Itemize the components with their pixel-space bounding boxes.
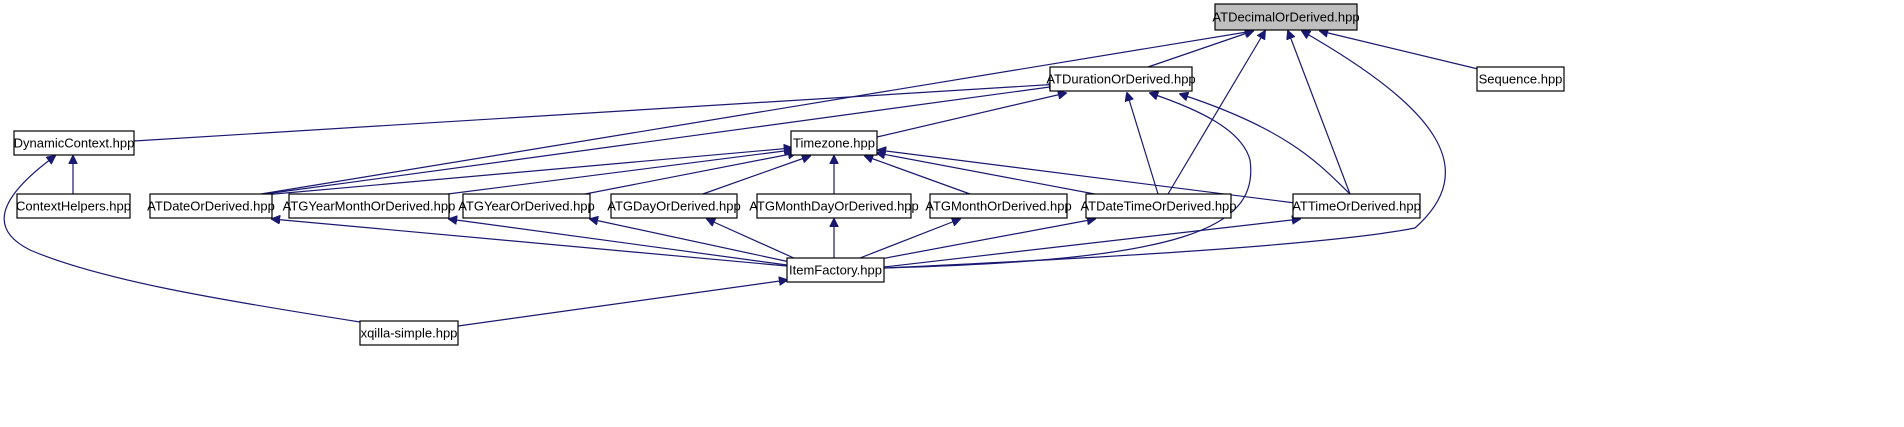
node-label-timezone: Timezone.hpp (793, 136, 875, 151)
node-atgyear[interactable]: ATGYearOrDerived.hpp (458, 193, 595, 219)
edge-atgyearmonth-to-timezone (439, 150, 792, 196)
node-label-atdecimal: ATDecimalOrDerived.hpp (1212, 10, 1359, 25)
edge-atdate-to-atduration (264, 86, 1057, 195)
node-box-attime[interactable] (1292, 193, 1421, 219)
node-xqillasimple[interactable]: xqilla-simple.hpp (359, 320, 459, 346)
node-label-dynamiccontext: DynamicContext.hpp (14, 136, 135, 151)
node-atduration[interactable]: ATDurationOrDerived.hpp (1046, 66, 1196, 92)
edge-atdate-to-atdecimal (260, 31, 1253, 195)
node-label-itemfactory: ItemFactory.hpp (789, 263, 882, 278)
edges-layer (3, 31, 1479, 327)
node-box-atdate[interactable] (149, 193, 273, 219)
nodes-layer: ATDecimalOrDerived.hppATDurationOrDerive… (13, 3, 1565, 346)
edge-atdatetime-to-atdecimal (1167, 31, 1265, 195)
edge-itemfactory-to-atgyearmonth (449, 219, 788, 266)
edge-atgmonth-to-timezone (865, 156, 971, 195)
node-box-atgmonth[interactable] (929, 193, 1068, 219)
edge-atgday-to-timezone (699, 156, 810, 196)
node-label-atdate: ATDateOrDerived.hpp (147, 199, 275, 214)
node-contexthelpers[interactable]: ContextHelpers.hpp (16, 193, 131, 219)
node-box-xqillasimple[interactable] (359, 320, 459, 346)
node-box-atgmonthday[interactable] (756, 193, 912, 219)
edge-itemfactory-to-atdate (272, 219, 788, 267)
node-dynamiccontext[interactable]: DynamicContext.hpp (13, 130, 135, 156)
edge-xqillasimple-to-itemfactory (457, 280, 787, 327)
edge-atdatetime-to-timezone (877, 153, 1101, 196)
edge-itemfactory-to-atdecimal (883, 31, 1446, 269)
node-sequence[interactable]: Sequence.hpp (1476, 66, 1565, 92)
edge-itemfactory-to-atgyear (590, 219, 791, 263)
node-box-atdecimal[interactable] (1214, 3, 1358, 31)
node-box-dynamiccontext[interactable] (13, 130, 135, 156)
node-box-atgyear[interactable] (462, 193, 591, 219)
edge-itemfactory-to-atdatetime (874, 219, 1095, 261)
edge-attime-to-atduration (1180, 94, 1351, 195)
node-label-atgmonth: ATGMonthOrDerived.hpp (925, 199, 1071, 214)
edge-itemfactory-to-atduration (883, 93, 1252, 269)
node-box-timezone[interactable] (790, 130, 878, 156)
node-label-atgmonthday: ATGMonthDayOrDerived.hpp (749, 199, 919, 214)
edge-timezone-to-atduration (876, 93, 1066, 138)
node-box-contexthelpers[interactable] (16, 193, 131, 219)
node-label-atduration: ATDurationOrDerived.hpp (1046, 72, 1195, 87)
edge-itemfactory-to-atgday (707, 219, 797, 260)
node-atgmonth[interactable]: ATGMonthOrDerived.hpp (925, 193, 1072, 219)
node-label-atgyearmonth: ATGYearMonthOrDerived.hpp (283, 199, 456, 214)
node-itemfactory[interactable]: ItemFactory.hpp (786, 257, 885, 283)
node-atgyearmonth[interactable]: ATGYearMonthOrDerived.hpp (283, 193, 456, 219)
node-box-sequence[interactable] (1476, 66, 1565, 92)
edge-sequence-to-atdecimal (1320, 31, 1479, 70)
edge-atgyear-to-timezone (579, 153, 796, 196)
edge-atdate-to-timezone (262, 148, 792, 196)
node-atdatetime[interactable]: ATDateTimeOrDerived.hpp (1080, 193, 1237, 219)
node-atgmonthday[interactable]: ATGMonthDayOrDerived.hpp (749, 193, 919, 219)
edge-xqillasimple-to-dynamiccontext (3, 156, 361, 323)
node-timezone[interactable]: Timezone.hpp (790, 130, 878, 156)
node-label-xqillasimple: xqilla-simple.hpp (361, 326, 458, 341)
node-atdecimal[interactable]: ATDecimalOrDerived.hpp (1212, 3, 1360, 31)
node-atdate[interactable]: ATDateOrDerived.hpp (147, 193, 275, 219)
node-label-contexthelpers: ContextHelpers.hpp (16, 199, 131, 214)
node-label-sequence: Sequence.hpp (1479, 72, 1563, 87)
edge-atdatetime-to-atduration (1127, 93, 1159, 195)
edge-atduration-to-atdecimal (1147, 31, 1253, 68)
node-box-atgday[interactable] (610, 193, 738, 219)
node-label-atdatetime: ATDateTimeOrDerived.hpp (1080, 199, 1236, 214)
node-box-itemfactory[interactable] (786, 257, 885, 283)
node-box-atduration[interactable] (1049, 66, 1193, 92)
edge-itemfactory-to-attime (883, 219, 1300, 268)
edge-dynamiccontext-to-atduration (133, 84, 1060, 142)
node-box-atdatetime[interactable] (1085, 193, 1232, 219)
node-box-atgyearmonth[interactable] (288, 193, 450, 219)
edge-itemfactory-to-atgmonth (859, 219, 960, 259)
node-atgday[interactable]: ATGDayOrDerived.hpp (607, 193, 741, 219)
node-label-atgyear: ATGYearOrDerived.hpp (458, 199, 595, 214)
node-label-atgday: ATGDayOrDerived.hpp (607, 199, 740, 214)
node-label-attime: ATTimeOrDerived.hpp (1292, 199, 1421, 214)
node-attime[interactable]: ATTimeOrDerived.hpp (1292, 193, 1421, 219)
edge-attime-to-atdecimal (1288, 31, 1351, 195)
